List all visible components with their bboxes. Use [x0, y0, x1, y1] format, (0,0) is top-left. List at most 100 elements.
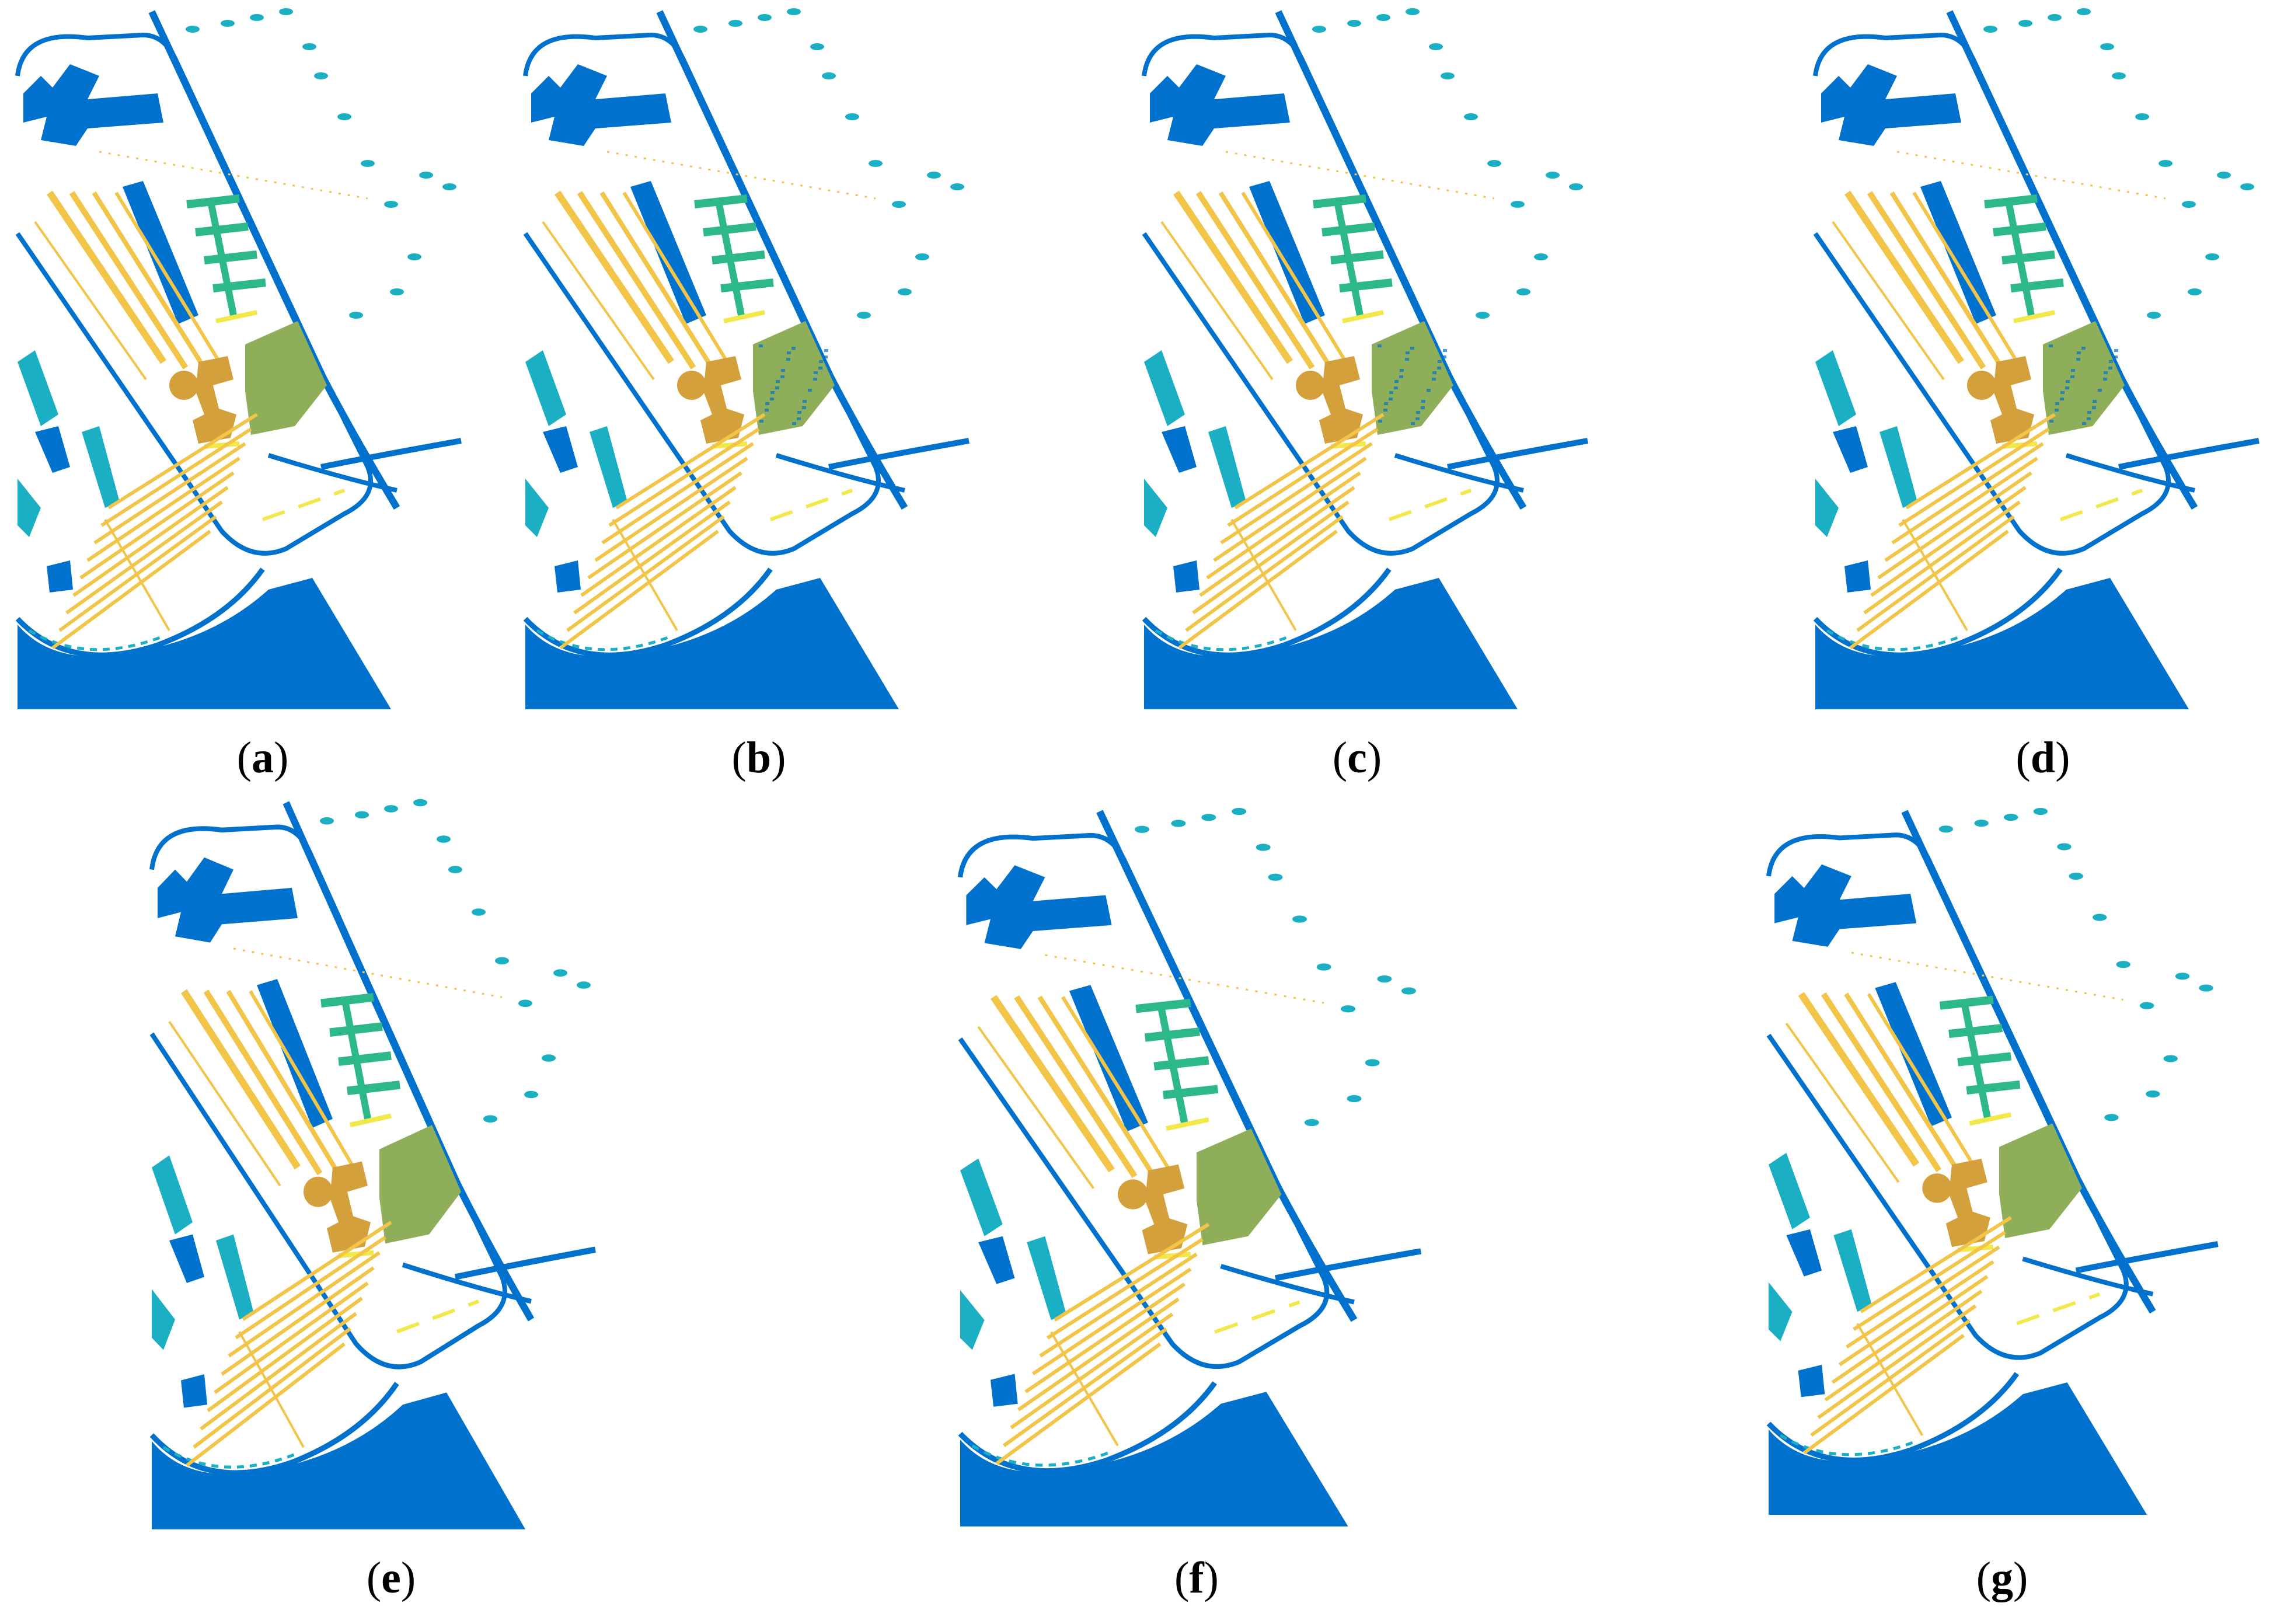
shadow-strip — [350, 1113, 392, 1128]
tree-row — [720, 278, 774, 292]
brick-row — [186, 1342, 346, 1467]
brick-row — [228, 1251, 381, 1358]
meadow-noise — [1421, 406, 1425, 409]
shadow-dashes — [1388, 489, 1472, 521]
meadow-noise — [797, 411, 801, 414]
brick-divider — [238, 1331, 305, 1448]
highway-diagonal — [1901, 810, 2156, 1314]
asphalt-block-2 — [555, 560, 581, 593]
tree-row — [1330, 250, 1384, 264]
curved-road — [149, 1382, 399, 1476]
metal-sheet-3 — [152, 1289, 175, 1350]
parking-building — [531, 64, 671, 146]
gravel-thin-strip — [34, 221, 147, 381]
highway-branch-right — [828, 438, 970, 470]
shadow-under-building — [338, 1250, 374, 1259]
curved-road — [1142, 567, 1392, 658]
tree-dot — [448, 866, 462, 873]
meadow-noise — [2070, 375, 2074, 378]
meadow-noise — [2114, 349, 2118, 352]
road-trees-dots — [1155, 629, 1291, 651]
shadow-dashes — [2016, 1292, 2101, 1326]
metal-sheet-2 — [82, 426, 120, 508]
brick-row — [65, 500, 223, 615]
classification-map-g — [1766, 807, 2230, 1518]
tree-spine — [1333, 197, 1364, 316]
tree-dot — [2205, 253, 2219, 260]
round-bare-soil — [304, 1176, 333, 1207]
brick-row — [615, 413, 766, 510]
gravel-strip — [1241, 191, 1358, 381]
tree-dot — [302, 43, 316, 50]
meadow-area — [753, 321, 835, 435]
tree-spine — [207, 197, 237, 316]
tree-dot — [2100, 43, 2114, 50]
gravel-strip — [622, 191, 740, 381]
tree-dot — [221, 20, 235, 27]
highway-branch-left — [2022, 1256, 2154, 1297]
brick-row — [573, 500, 731, 615]
curved-road — [958, 1381, 1217, 1474]
brick-row — [1802, 1333, 1965, 1455]
brick-row — [608, 427, 760, 527]
meadow-noise — [1399, 375, 1403, 378]
tree-dot — [1938, 825, 1953, 833]
meadow-noise — [776, 380, 780, 383]
metal-sheet-2 — [590, 426, 627, 508]
tree-dot — [542, 1054, 556, 1062]
map-svg-c — [1142, 8, 1588, 709]
gravel-strip — [1867, 191, 1986, 370]
gravel-strip — [1867, 993, 1986, 1183]
tree-row — [329, 1022, 383, 1037]
meadow-noise — [1389, 391, 1393, 394]
shadow-strip — [2013, 310, 2055, 323]
map-svg-e — [149, 799, 596, 1529]
meadow-noise — [818, 367, 822, 370]
caption-b-letter: b — [746, 733, 772, 782]
meadow-noise — [770, 398, 774, 400]
tree-dot — [1304, 1118, 1319, 1127]
meadow-noise — [1416, 411, 1420, 414]
brick-divider — [1902, 518, 1968, 632]
meadow-noise — [1394, 380, 1399, 383]
gravel-strip — [990, 995, 1115, 1173]
tree-dot — [1487, 160, 1501, 167]
tree-dot — [1464, 113, 1478, 120]
brick-row — [1039, 1252, 1198, 1358]
gravel-strip — [555, 190, 674, 364]
bare-soil-building — [1945, 1158, 1990, 1247]
brick-row — [1220, 442, 1373, 545]
shadow-strip — [1969, 1112, 2012, 1126]
meadow-noise — [2092, 406, 2096, 409]
tree-dot — [553, 969, 567, 977]
asphalt-block-1 — [1786, 1229, 1822, 1277]
tree-dot — [2199, 984, 2213, 992]
asphalt-lower-area — [152, 1392, 525, 1529]
tree-dot — [2112, 72, 2126, 79]
tree-dot — [2057, 843, 2072, 851]
meadow-noise — [814, 371, 818, 374]
tree-row — [1948, 1024, 2003, 1038]
shadow-under-building — [712, 441, 748, 449]
tree-dot — [2093, 914, 2107, 921]
meadow-area — [1999, 1123, 2082, 1239]
asphalt-block-2 — [1173, 560, 1199, 593]
metal-sheet-3 — [1815, 479, 1839, 537]
road-trees-dots — [1779, 1434, 1917, 1456]
tree-dot — [758, 14, 772, 21]
meadow-noise — [765, 402, 769, 405]
brick-row — [1846, 1245, 2000, 1349]
asphalt-block-1 — [35, 426, 70, 473]
brick-row — [1824, 1290, 1983, 1402]
tree-row — [195, 222, 249, 236]
bare-soil-building — [1319, 356, 1363, 444]
meadow-noise — [2055, 402, 2059, 405]
classification-map-a — [15, 8, 473, 712]
caption-b: (b) — [731, 733, 786, 782]
caption-f: (f) — [1174, 1553, 1219, 1602]
meadow-noise — [1437, 367, 1441, 370]
tree-dot — [349, 312, 363, 319]
meadow-area — [2043, 321, 2125, 435]
brick-row — [214, 1281, 369, 1394]
meadow-noise — [2060, 398, 2064, 400]
